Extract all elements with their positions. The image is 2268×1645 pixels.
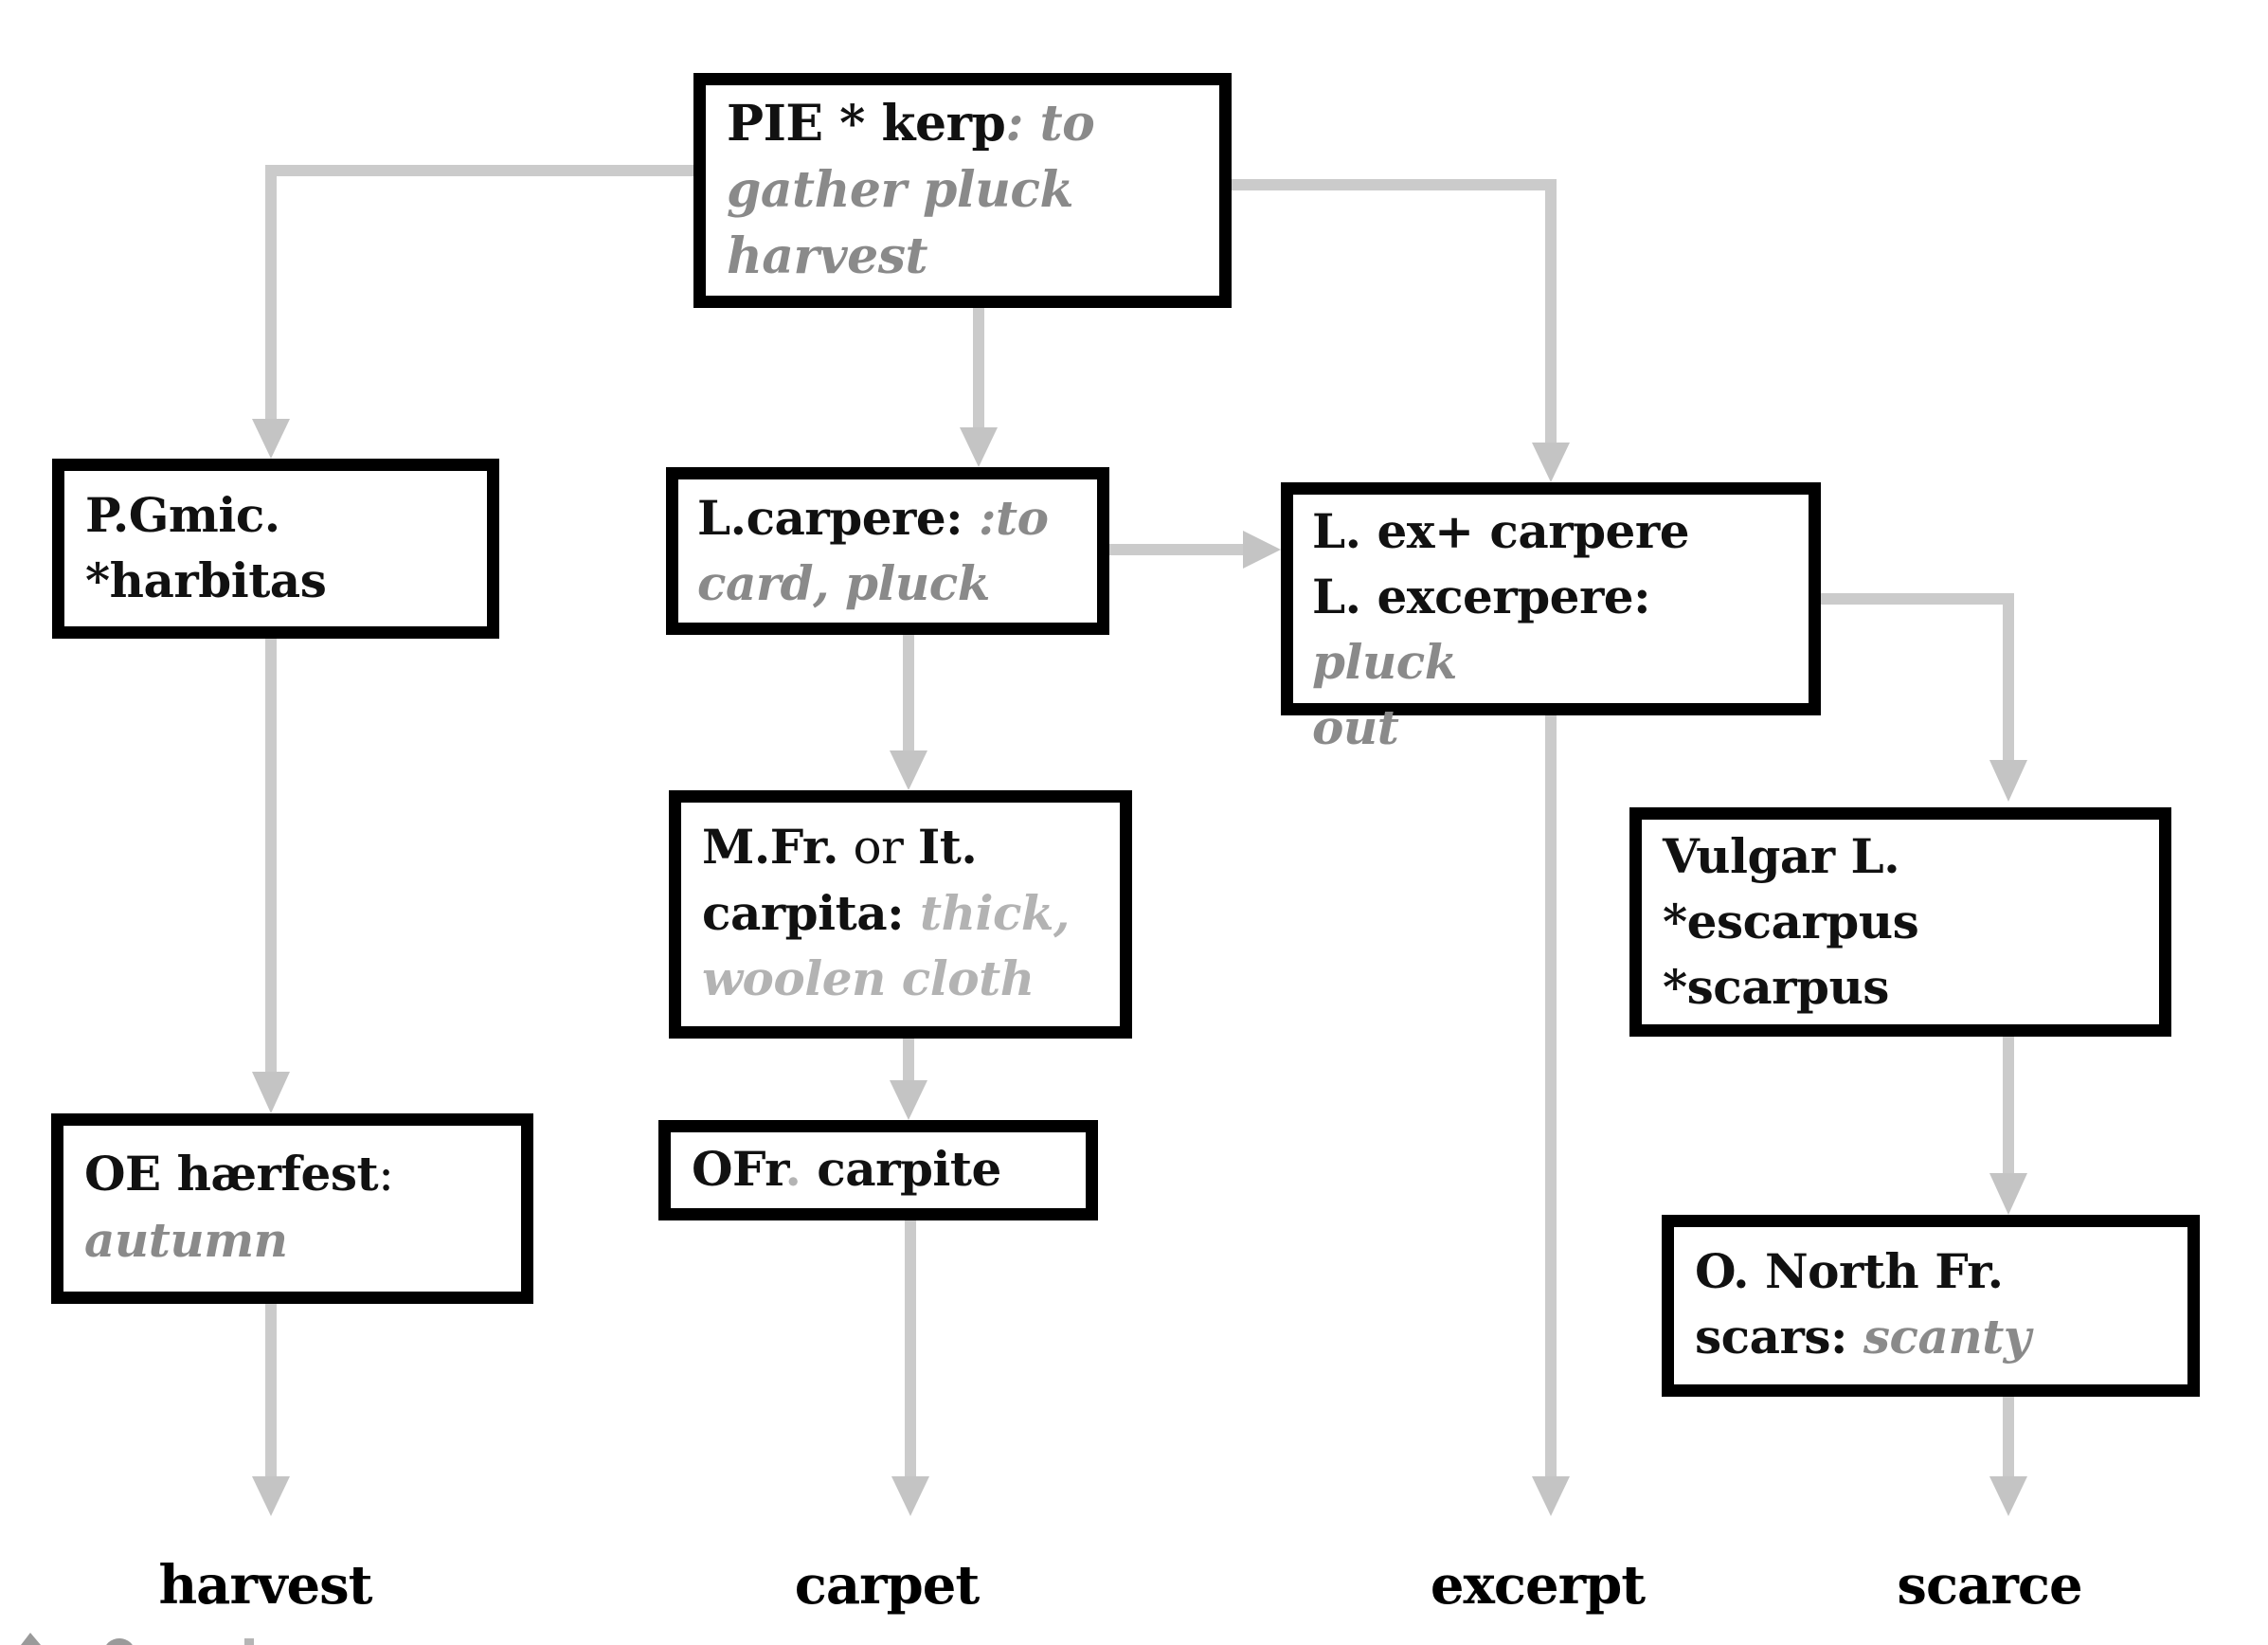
term-text: carpita: [702,885,905,941]
connector-text: or [838,820,918,875]
leaf-label-harvest: harvest [158,1554,372,1617]
edge-artifact-fragment [244,1638,254,1645]
node-latin-excerpere: L. ex+ carpere L. excerpere: pluck out [1281,482,1821,755]
leaf-label-scarce: scarce [1897,1554,2082,1617]
arrowhead-pie-to-excerpere-icon [1532,443,1570,482]
term-text: O. North Fr. [1695,1243,2004,1299]
gloss-text: :to [963,490,1049,546]
arrowhead-scars-to-scarce-icon [1989,1476,2027,1516]
arrowhead-carpere-to-excerpere-icon [1243,531,1281,569]
term-text: P.Gmic. [85,487,280,543]
gloss-text: card, pluck [697,555,990,611]
arrowhead-excerpere-to-excerpt-icon [1532,1476,1570,1516]
node-carpita: M.Fr. or It. carpita: thick, woolen clot… [669,790,1132,1039]
term-text: *harbitas [85,552,327,608]
dot-text: . [784,1141,801,1197]
arrowhead-carpita-to-carpite-icon [890,1080,927,1120]
arrowhead-pie-to-pgmic-icon [252,419,290,459]
edge-artifact-fragment [21,1633,41,1645]
gloss-text: thick, [904,885,1070,941]
gloss-text: gather pluck [727,161,1074,220]
arrowhead-excerpere-to-vulgar-icon [1989,760,2027,802]
leaf-label-excerpt: excerpt [1430,1554,1646,1617]
node-pgmic-harbitas: P.Gmic. *harbitas [52,459,499,639]
node-vulgar-latin-escarpus: Vulgar L. *escarpus *scarpus [1629,807,2171,1037]
term-text: *scarpus [1663,959,1889,1015]
gloss-text: autumn [84,1212,288,1268]
arrowhead-pie-to-carpere-icon [960,427,998,467]
term-text: carpite [801,1141,1001,1197]
term-text: L.carpere: [697,490,963,546]
term-text: L. excerpere: [1312,569,1651,624]
gloss-text: out [1312,699,1399,755]
colon-text: : [378,1147,394,1202]
arrow-pie-to-pgmic [265,165,693,419]
term-text: OE hærfest [84,1146,379,1202]
term-text: PIE * kerp [727,95,1006,153]
edge-artifact-fragment [106,1638,133,1645]
gloss-text: woolen cloth [702,950,1035,1006]
leaf-label-carpet: carpet [794,1554,981,1617]
gloss-text: pluck [1312,634,1457,690]
gloss-text: harvest [727,227,928,286]
node-ofr-carpite: OFr. carpite [658,1120,1098,1220]
arrowhead-vulgar-to-scars-icon [1989,1173,2027,1215]
arrowhead-carpere-to-carpita-icon [890,750,927,790]
term-text: L. ex+ carpere [1312,503,1690,559]
arrowhead-haerfest-to-harvest-icon [252,1476,290,1516]
gloss-text: : to [1005,95,1095,153]
arrowhead-pgmic-to-haerfest-icon [252,1072,290,1113]
arrow-excerpere-to-vulgar [1821,593,2014,762]
term-text: OFr [692,1141,785,1197]
node-north-fr-scars: O. North Fr. scars: scanty [1662,1215,2200,1397]
node-pie-kerp: PIE * kerp: to gather pluck harvest [693,73,1232,308]
node-latin-carpere: L.carpere: :to card, pluck [666,467,1109,635]
term-text: Vulgar L. [1663,828,1900,884]
arrow-pie-to-excerpere [1232,179,1557,443]
term-text: It. [917,819,978,875]
term-text: *escarpus [1663,894,1919,949]
gloss-text: scanty [1846,1309,2031,1365]
term-text: M.Fr. [702,819,839,875]
arrowhead-carpite-to-carpet-icon [891,1476,929,1516]
node-oe-haerfest: OE hærfest: autumn [51,1113,533,1304]
term-text: scars: [1695,1309,1847,1365]
